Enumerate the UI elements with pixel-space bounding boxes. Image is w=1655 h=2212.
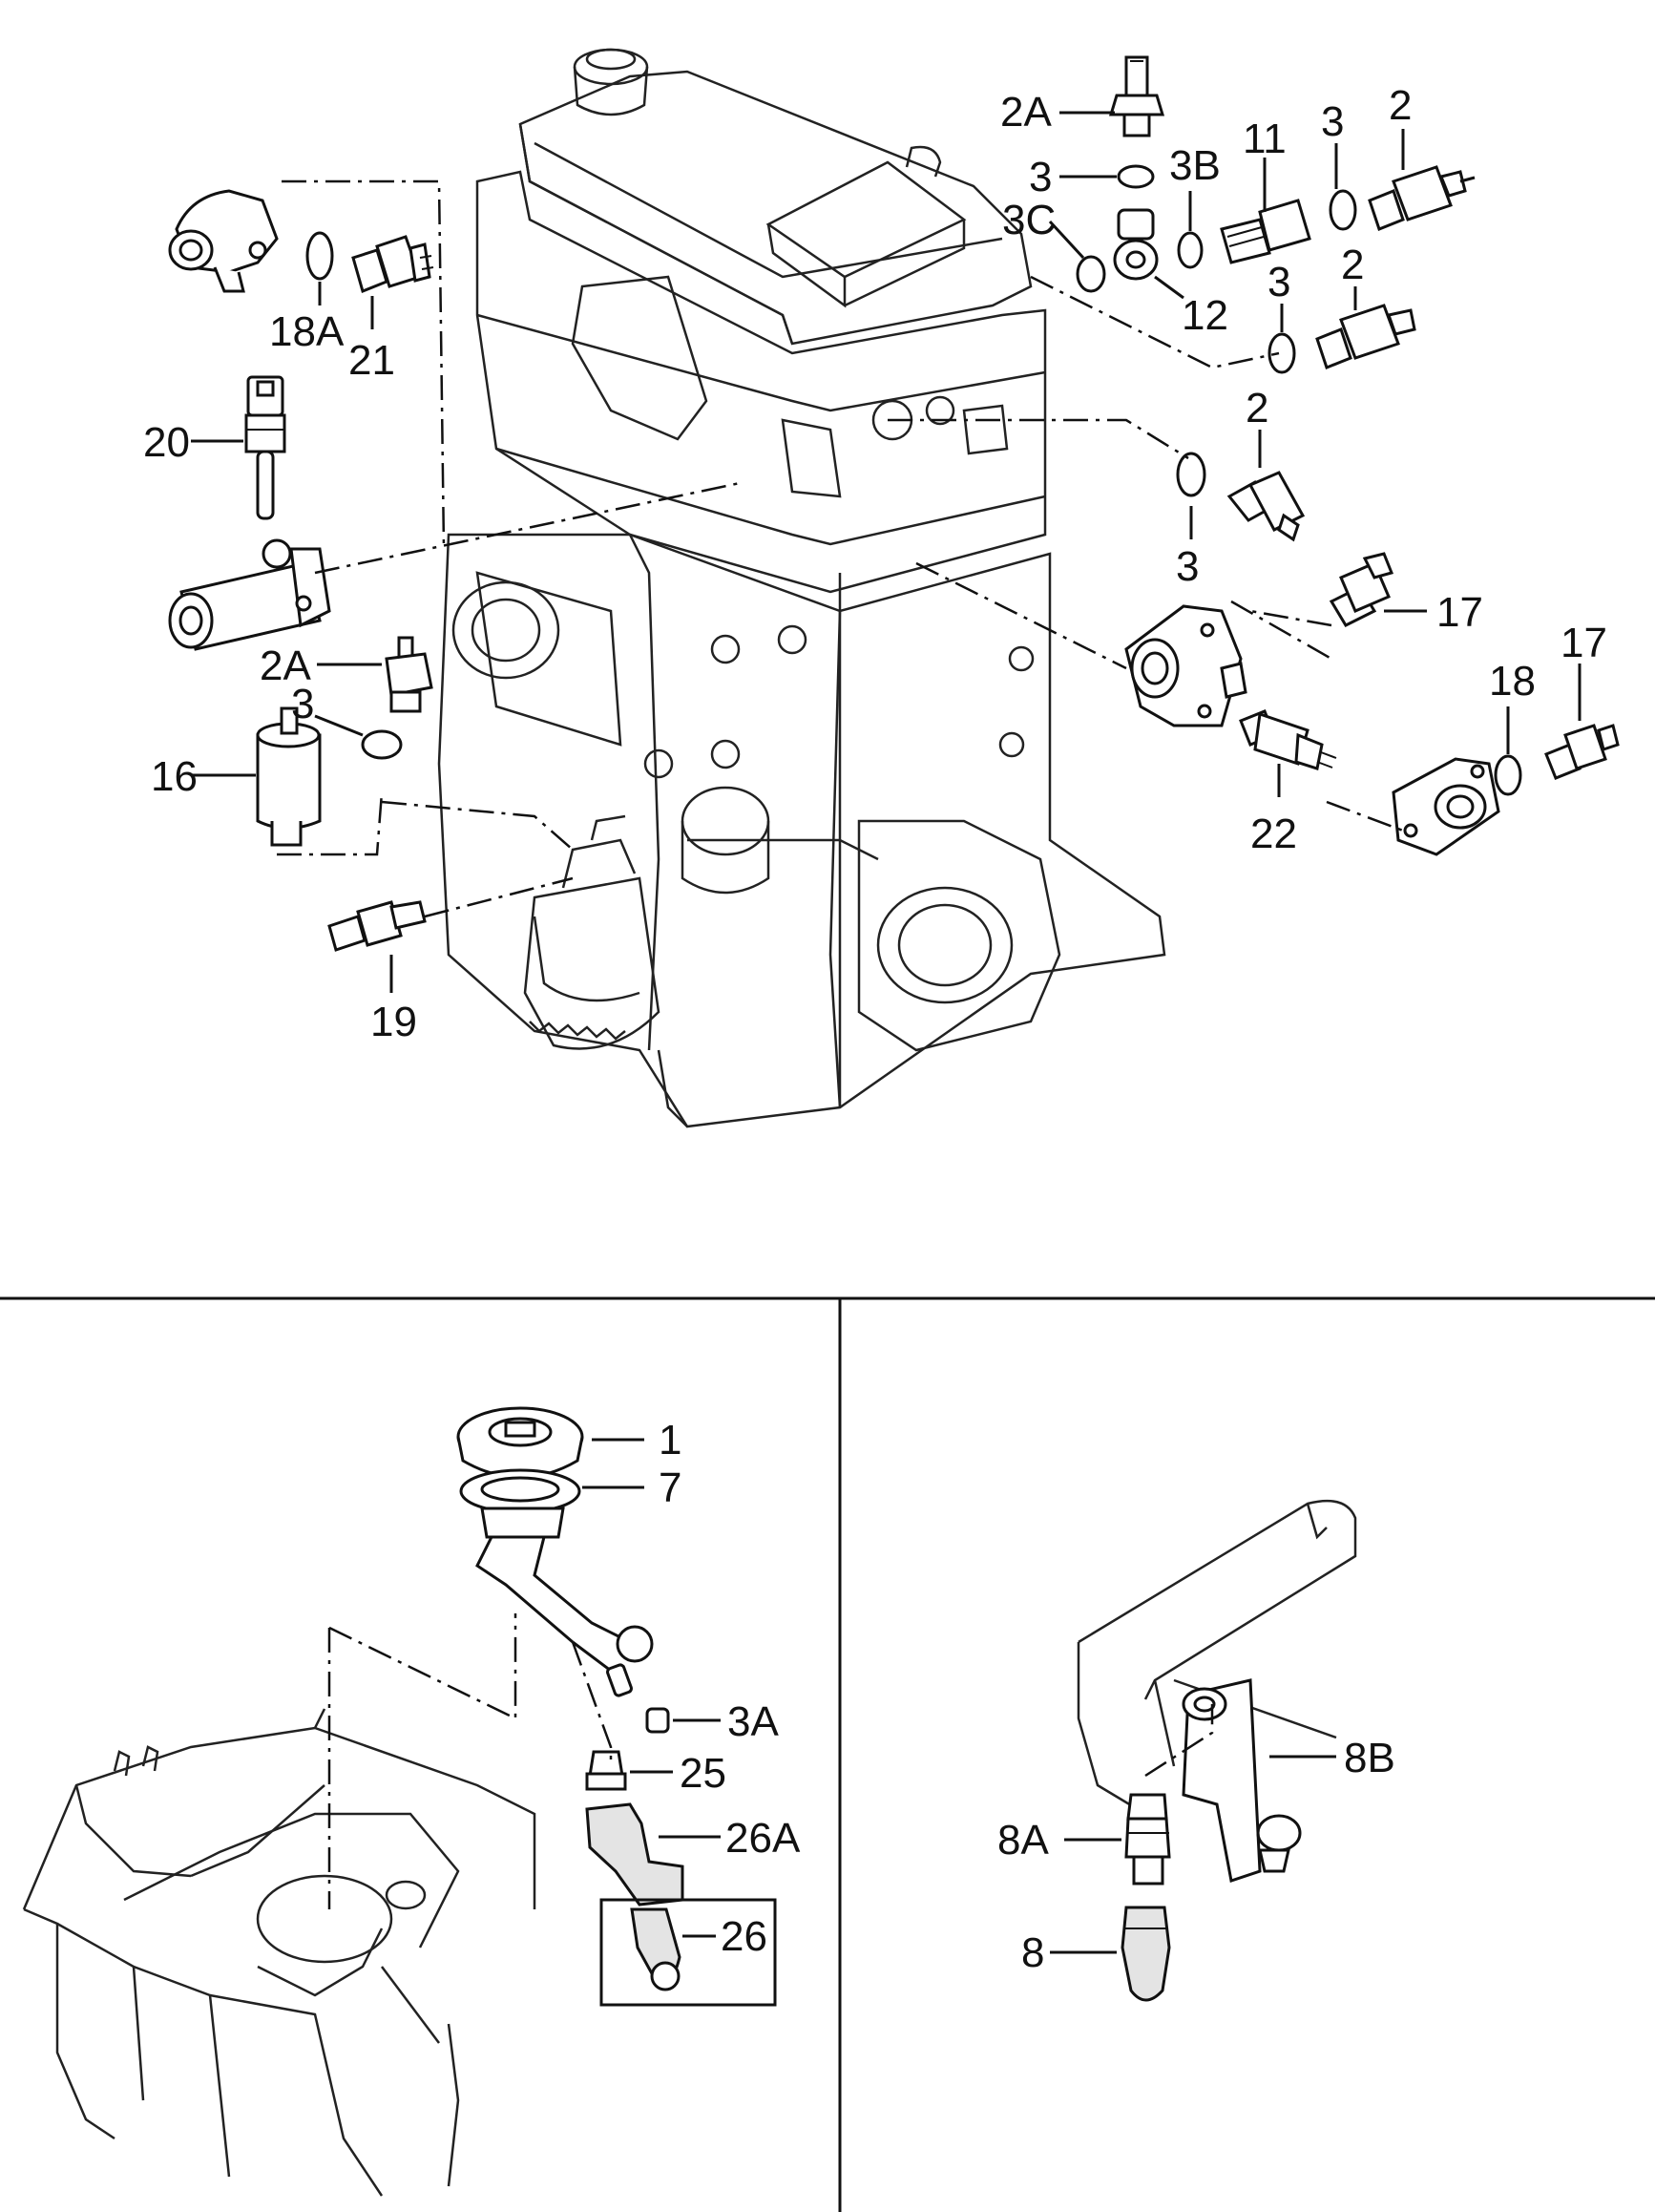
label-8: 8	[1021, 1929, 1044, 1976]
label-2-mid: 2	[1341, 242, 1364, 288]
label-19: 19	[370, 999, 417, 1045]
label-3A: 3A	[727, 1698, 779, 1745]
label-17-upper: 17	[1436, 589, 1483, 636]
label-2A-top: 2A	[1000, 89, 1052, 136]
inset-box-26	[599, 1898, 777, 2007]
washer-3-lower	[1176, 452, 1206, 497]
washer-18	[1494, 754, 1522, 796]
label-3B: 3B	[1169, 142, 1221, 189]
temp-switch-17-upper	[1329, 552, 1394, 627]
label-26A: 26A	[725, 1815, 801, 1862]
coolant-flange-left	[168, 538, 331, 651]
temp-switch-8A	[1124, 1793, 1171, 1885]
connector-26	[630, 1907, 681, 1991]
seal-ring-7	[459, 1468, 581, 1514]
washer-3-right	[1329, 189, 1357, 231]
connector-25	[585, 1750, 627, 1791]
leader-lines-top	[277, 179, 1404, 918]
thermostat-housing-left	[168, 189, 279, 293]
coolant-flange-right	[1392, 757, 1500, 856]
temp-switch-17-lower	[1544, 724, 1620, 780]
label-pointers-top	[191, 111, 1582, 993]
label-8A: 8A	[997, 1817, 1049, 1864]
temp-sender-2-mid	[1315, 304, 1416, 369]
washer-3-left	[361, 729, 403, 760]
washer-3B	[1177, 231, 1204, 269]
temp-sender-2-lower	[1226, 471, 1306, 542]
cap-3A	[645, 1707, 670, 1734]
fuel-sender	[475, 1506, 654, 1697]
label-17-lower: 17	[1561, 620, 1607, 666]
pressure-switch-16	[256, 706, 322, 847]
washer-3-top	[1117, 164, 1155, 189]
label-7: 7	[659, 1464, 681, 1511]
sender-cap-1	[456, 1406, 584, 1479]
oil-pressure-switch-2A-left	[385, 636, 433, 713]
label-21: 21	[348, 337, 395, 384]
label-1: 1	[659, 1417, 681, 1464]
label-12: 12	[1182, 292, 1228, 339]
bracket-8B	[1182, 1678, 1302, 1883]
temp-sender-2-right	[1368, 165, 1476, 231]
label-3C: 3C	[1002, 197, 1056, 243]
engine-block	[437, 48, 1166, 1128]
label-18A: 18A	[269, 308, 345, 355]
label-26: 26	[721, 1913, 767, 1960]
label-20: 20	[143, 419, 190, 466]
connector-8	[1121, 1906, 1171, 2002]
washer-3C	[1076, 255, 1106, 293]
temp-switch-21	[351, 235, 434, 294]
label-3-mid: 3	[1267, 259, 1290, 305]
label-16: 16	[151, 753, 198, 800]
label-3-left: 3	[291, 681, 314, 727]
parts-top	[168, 55, 1620, 952]
washer-18A	[305, 231, 334, 281]
connector-26A	[585, 1802, 684, 1907]
label-3-top: 3	[1029, 154, 1052, 200]
label-2-right: 2	[1389, 82, 1412, 129]
label-11: 11	[1243, 116, 1287, 162]
banjo-fitting-12	[1113, 208, 1159, 281]
temp-sensor-22	[1239, 709, 1337, 770]
label-25: 25	[680, 1750, 726, 1797]
oil-pressure-switch-2A-top	[1108, 55, 1165, 137]
label-3-right: 3	[1321, 98, 1344, 145]
adapter-11	[1220, 199, 1311, 264]
label-3-lower: 3	[1176, 543, 1199, 590]
label-2-lower: 2	[1246, 385, 1268, 432]
label-22: 22	[1250, 811, 1297, 857]
washer-3-mid	[1267, 332, 1296, 374]
label-8B: 8B	[1344, 1735, 1395, 1781]
oil-switch-19	[327, 900, 427, 952]
thermostat-housing-right	[1124, 604, 1247, 727]
fuel-tank-panel	[22, 1406, 777, 2197]
label-18: 18	[1489, 658, 1536, 705]
radiator-panel	[1050, 1499, 1357, 2002]
label-2A-left: 2A	[260, 643, 311, 689]
temp-sensor-20	[244, 375, 286, 520]
